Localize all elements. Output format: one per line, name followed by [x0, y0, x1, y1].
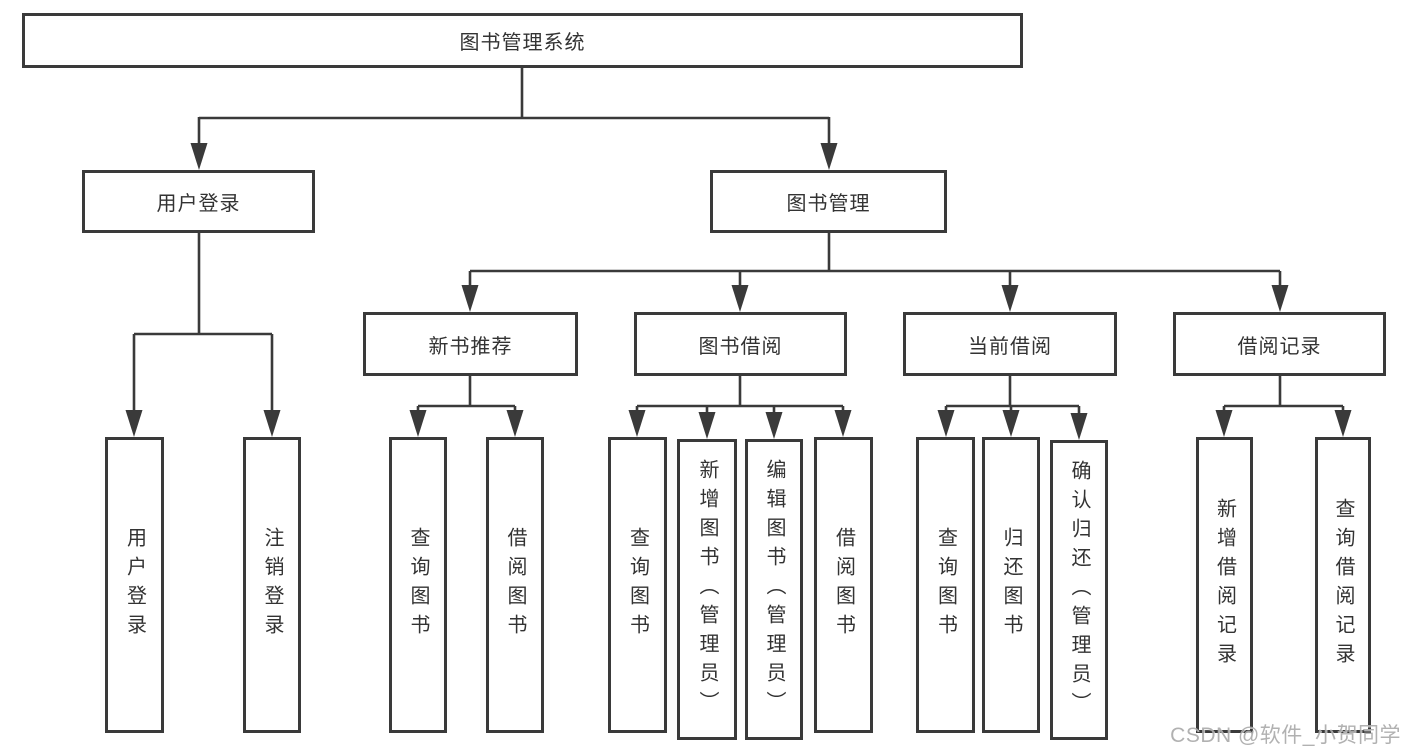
node-label: 图书管理 — [786, 193, 871, 215]
leaf-label: 查询借阅记录 — [1332, 498, 1354, 672]
leaf-label: 新增图书（管理员） — [696, 459, 718, 720]
leaf-query-borrow-record: 查询借阅记录 — [1315, 437, 1371, 733]
node-book-management: 图书管理 — [710, 170, 947, 233]
node-label: 借阅记录 — [1237, 335, 1322, 358]
leaf-label: 借阅图书 — [504, 527, 526, 643]
node-user-login: 用户登录 — [82, 170, 315, 233]
leaf-label: 新增借阅记录 — [1213, 498, 1236, 672]
leaf-label: 确认归还（管理员） — [1068, 459, 1090, 721]
leaf-query-books: 查询图书 — [608, 437, 667, 733]
leaf-query-books: 查询图书 — [916, 437, 975, 733]
node-root-system: 图书管理系统 — [22, 13, 1023, 68]
leaf-label: 归还图书 — [1000, 527, 1022, 643]
leaf-borrow-books: 借阅图书 — [814, 437, 873, 733]
leaf-label: 用户登录 — [123, 527, 146, 643]
leaf-label: 查询图书 — [407, 527, 429, 643]
node-label: 图书借阅 — [698, 335, 783, 358]
leaf-logout: 注销登录 — [243, 437, 301, 733]
leaf-label: 借阅图书 — [832, 527, 855, 643]
node-new-book-recommend: 新书推荐 — [363, 312, 578, 376]
leaf-label: 查询图书 — [934, 527, 957, 643]
leaf-label: 注销登录 — [261, 527, 283, 643]
leaf-label: 编辑图书（管理员） — [763, 459, 785, 720]
node-book-borrowing: 图书借阅 — [634, 312, 847, 376]
node-label: 新书推荐 — [428, 335, 513, 358]
leaf-confirm-return-admin: 确认归还（管理员） — [1050, 440, 1108, 740]
leaf-borrow-books: 借阅图书 — [486, 437, 544, 733]
leaf-edit-books-admin: 编辑图书（管理员） — [745, 439, 803, 740]
node-borrowing-records: 借阅记录 — [1173, 312, 1386, 376]
node-label: 图书管理系统 — [459, 32, 586, 54]
node-current-borrowing: 当前借阅 — [903, 312, 1117, 376]
leaf-query-books: 查询图书 — [389, 437, 447, 733]
node-label: 用户登录 — [156, 193, 241, 215]
watermark-text: CSDN @软件_小贺同学 — [1170, 724, 1401, 747]
leaf-user-login: 用户登录 — [105, 437, 164, 733]
leaf-label: 查询图书 — [626, 527, 649, 643]
leaf-add-books-admin: 新增图书（管理员） — [677, 439, 737, 740]
leaf-add-borrow-record: 新增借阅记录 — [1196, 437, 1253, 733]
node-label: 当前借阅 — [968, 335, 1052, 358]
leaf-return-books: 归还图书 — [982, 437, 1040, 733]
